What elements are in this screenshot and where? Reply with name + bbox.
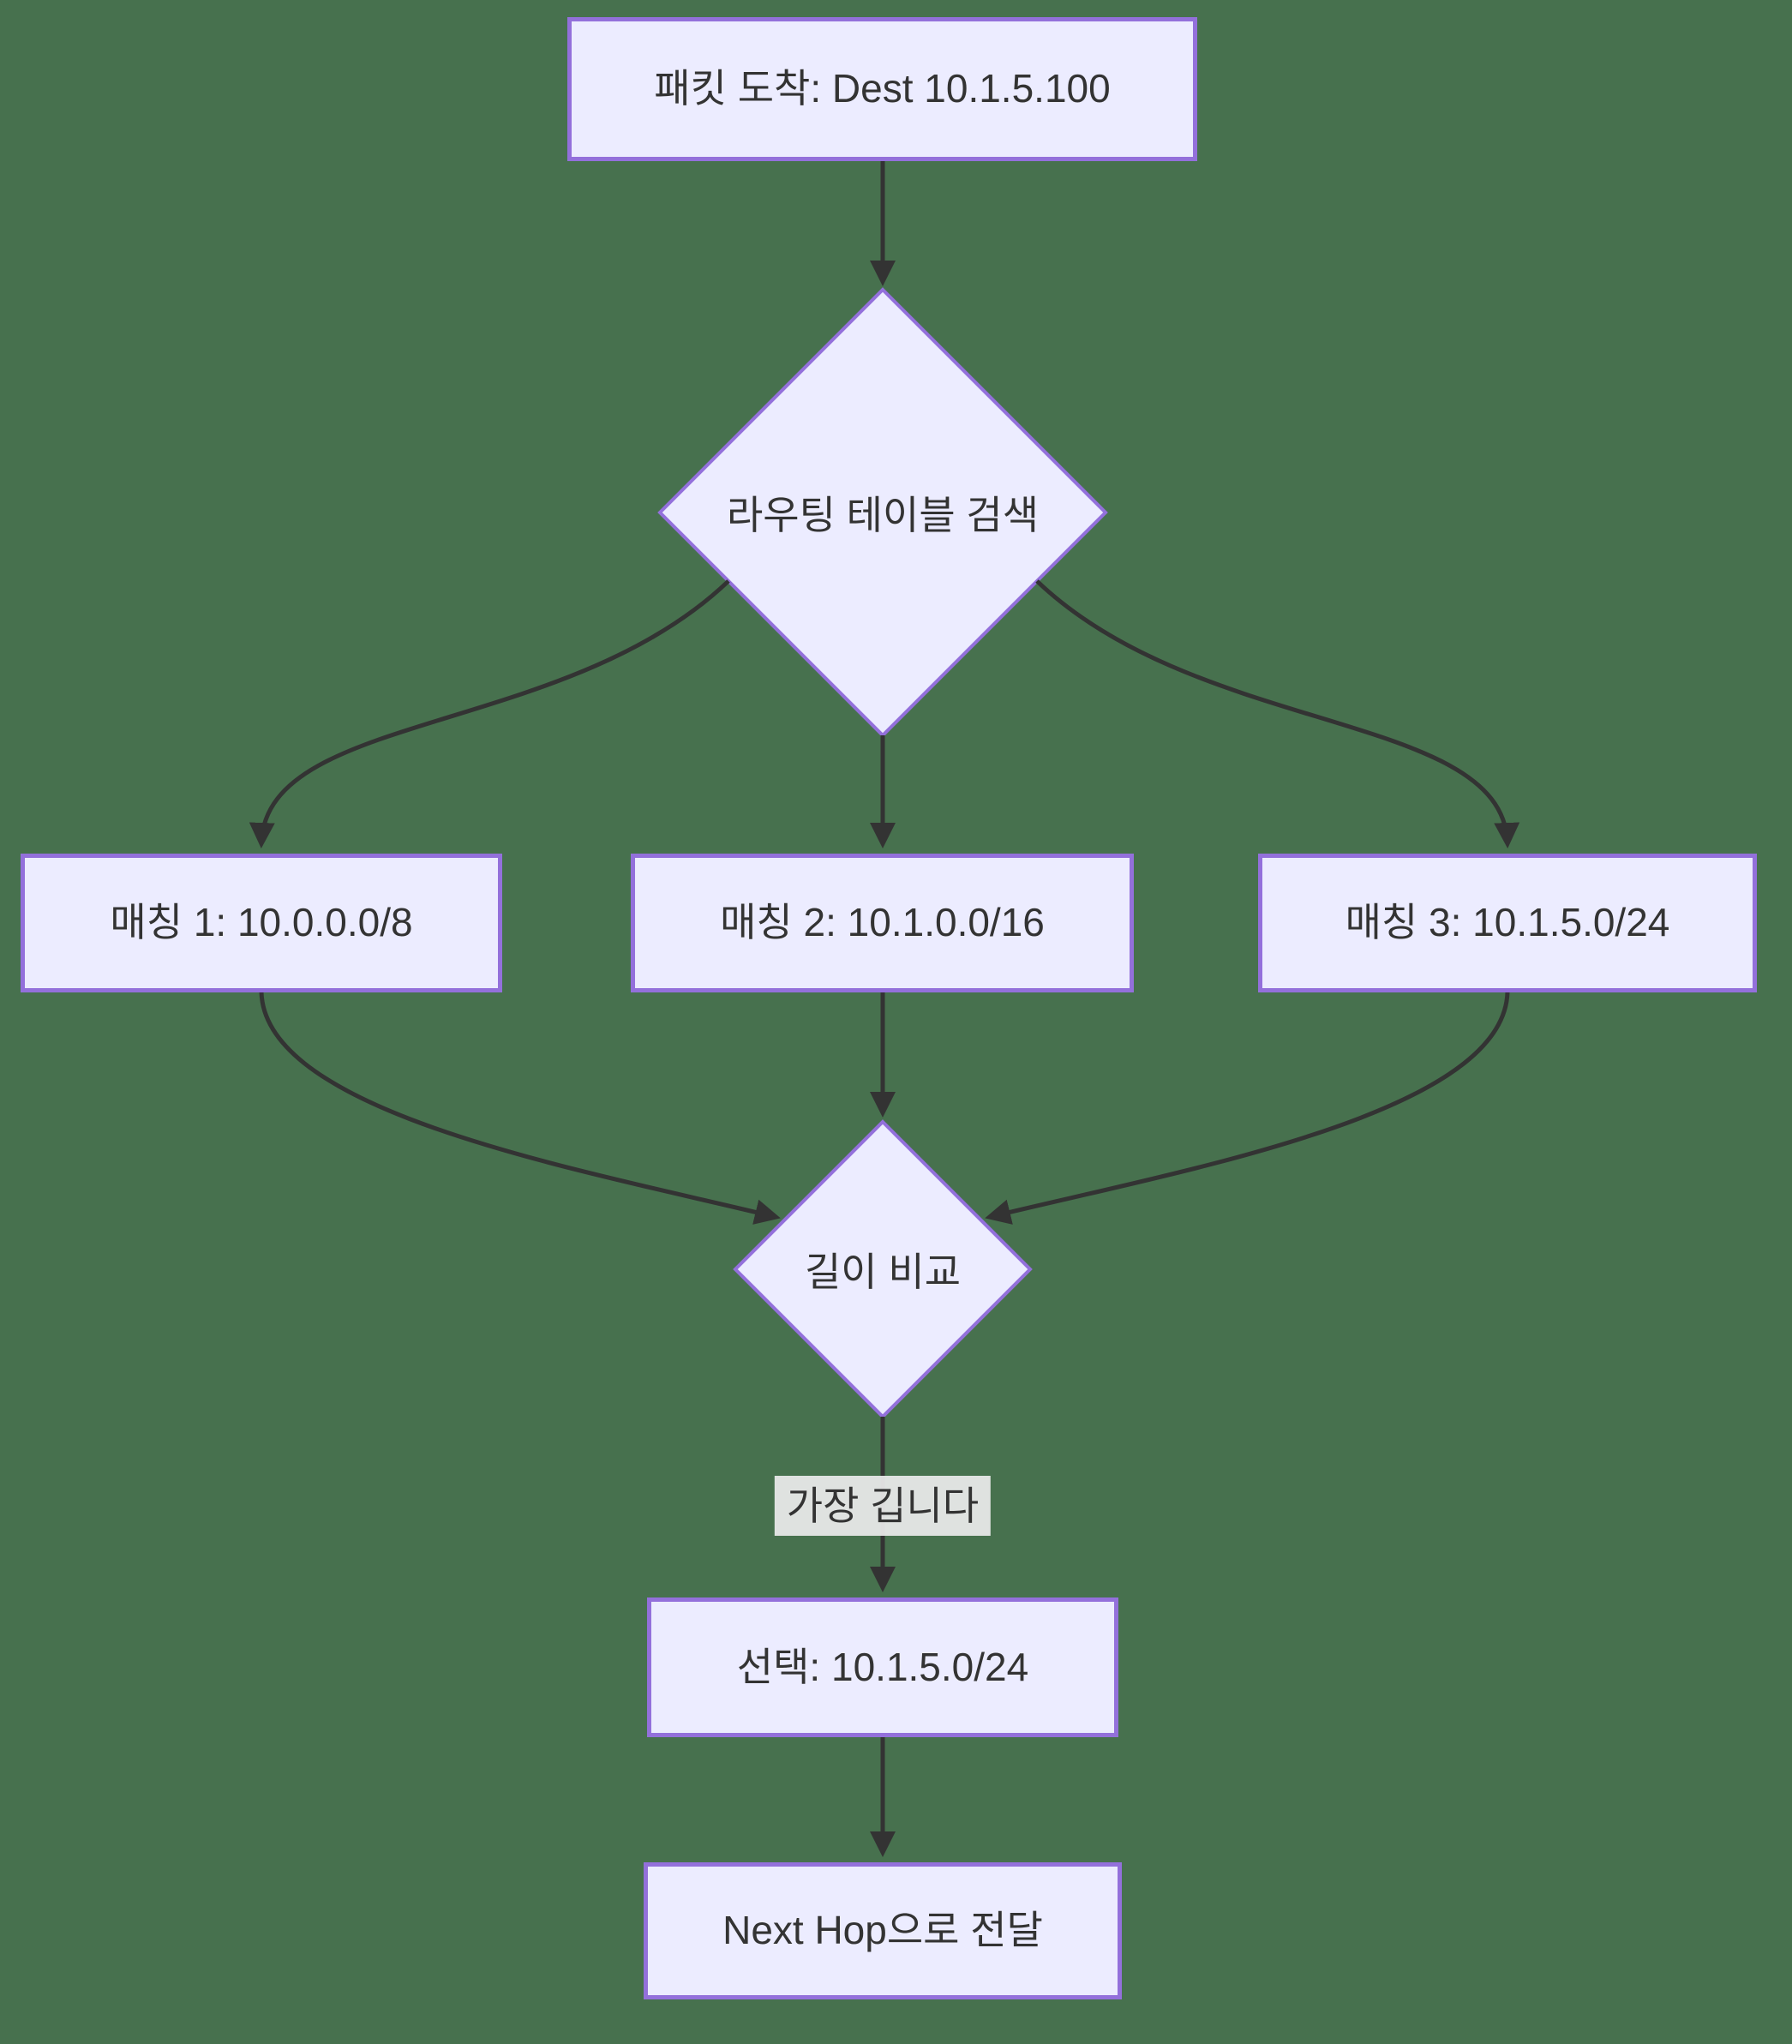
node-selected-route: 선택: 10.1.5.0/24 [647,1597,1118,1737]
decision-routing-lookup-label: 라우팅 테이블 검색 [726,493,1040,537]
edge-match1-to-compare [259,992,781,1225]
node-match-1: 매칭 1: 10.0.0.0/8 [21,854,502,992]
node-match-1-label: 매칭 1: 10.0.0.0/8 [110,900,413,945]
edge-lookup-to-match3 [1035,579,1520,848]
edge-lookup-to-match1 [249,579,730,848]
node-packet-arrival-label: 패킷 도착: Dest 10.1.5.100 [654,66,1111,111]
node-packet-arrival: 패킷 도착: Dest 10.1.5.100 [567,17,1197,161]
node-match-3-label: 매칭 3: 10.1.5.0/24 [1345,900,1670,945]
node-selected-route-label: 선택: 10.1.5.0/24 [736,1644,1029,1689]
edge-match3-to-compare [985,992,1510,1225]
node-match-3: 매칭 3: 10.1.5.0/24 [1258,854,1757,992]
node-match-2: 매칭 2: 10.1.0.0/16 [631,854,1134,992]
node-next-hop: Next Hop으로 전달 [644,1862,1122,1999]
node-next-hop-label: Next Hop으로 전달 [722,1908,1043,1953]
decision-length-compare-label: 길이 비교 [804,1250,962,1294]
edge-label-longest: 가장 깁니다 [774,1476,992,1536]
node-match-2-label: 매칭 2: 10.1.0.0/16 [720,900,1045,945]
